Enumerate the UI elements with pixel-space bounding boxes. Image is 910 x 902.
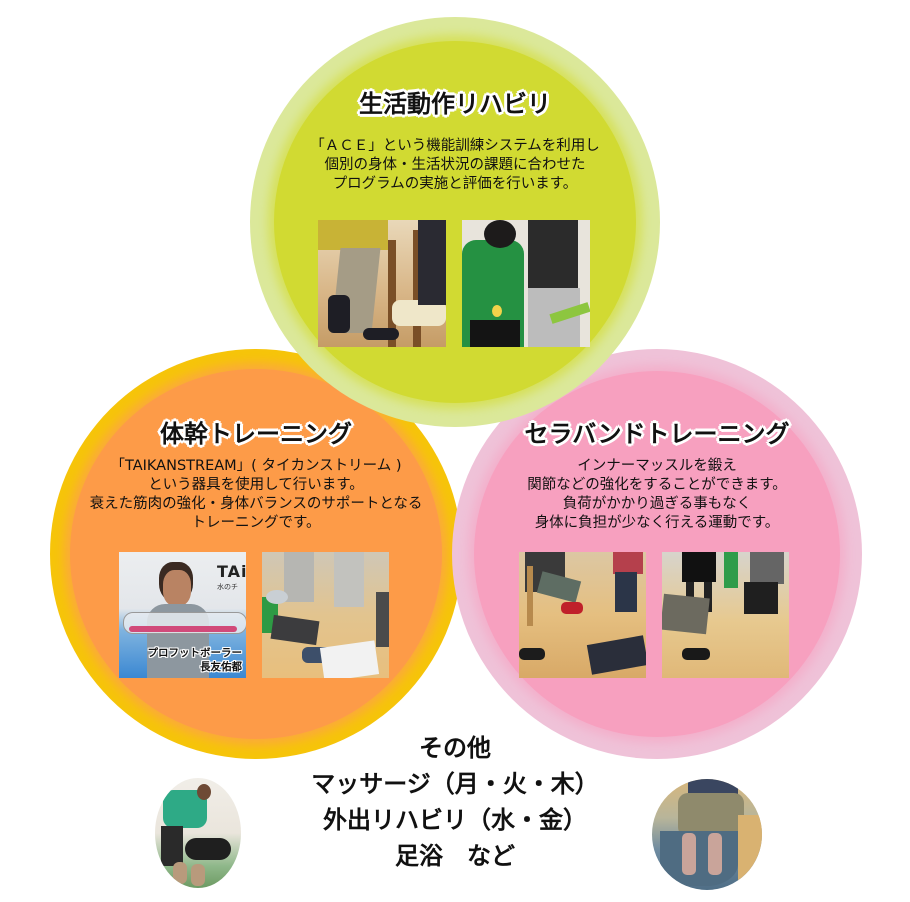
photo-detail (744, 582, 778, 614)
photo-detail (750, 552, 784, 584)
photo-detail (418, 220, 446, 305)
photo-detail (492, 305, 502, 317)
photo-detail (613, 552, 643, 574)
daily-living-rehab-section: 生活動作リハビリ 「ＡＣＥ」という機能訓練システムを利用し 個別の身体・生活状況… (250, 84, 660, 194)
description-line: 「TAIKANSTREAM」( タイカンストリーム ) (110, 458, 402, 474)
seated-band-exercise-photo-1 (519, 552, 646, 678)
photo-detail (662, 593, 710, 635)
standing-balance-exercise-photo (318, 220, 446, 347)
description-line: 「ＡＣＥ」という機能訓練システムを利用し (310, 138, 600, 154)
photo-detail (328, 295, 350, 333)
seated-band-exercise-photo-2 (662, 552, 789, 678)
description-line: 関節などの強化をすることができます。 (527, 477, 787, 493)
theraband-training-title: セラバンドトレーニング (524, 420, 790, 448)
photo-detail (660, 831, 738, 886)
photo-detail (470, 320, 520, 347)
description-line: プログラムの実施と評価を行います。 (332, 176, 578, 192)
caption-line: プロフットボーラー (147, 647, 243, 659)
photo-detail (678, 793, 744, 837)
photo-detail (682, 833, 696, 875)
theraband-training-description: インナーマッスルを鍛え 関節などの強化をすることができます。 負荷がかかり過ぎる… (452, 457, 862, 533)
photo-detail (527, 566, 533, 626)
photo-detail (197, 784, 211, 800)
photo-detail (185, 838, 231, 860)
description-line: という器具を使用して行います。 (148, 477, 364, 493)
photo-detail (724, 552, 738, 588)
group-core-training-photo (262, 552, 389, 678)
daily-living-rehab-circle (250, 17, 660, 427)
daily-living-rehab-title: 生活動作リハビリ (359, 90, 551, 118)
photo-detail (266, 590, 288, 604)
massage-photo (155, 778, 241, 888)
photo-detail (334, 552, 364, 607)
core-training-title: 体幹トレーニング (160, 420, 352, 448)
photo-detail (319, 640, 380, 678)
photo-detail (738, 815, 762, 890)
photo-detail (388, 240, 396, 347)
photo-detail (191, 864, 205, 886)
caption-line: 長友佑都 (200, 661, 242, 673)
description-line: 個別の身体・生活状況の課題に合わせた (324, 157, 586, 173)
photo-detail (484, 220, 516, 248)
photo-detail (173, 862, 187, 884)
description-line: 負荷がかかり過ぎる事もなく (562, 496, 752, 512)
others-footbath-line: 足浴 など (395, 842, 515, 870)
brand-subtitle: 水のチ (217, 583, 238, 591)
photo-detail (682, 552, 716, 582)
assisted-walking-exercise-photo (462, 220, 590, 347)
photo-detail (708, 833, 722, 875)
photo-detail (704, 582, 712, 612)
description-line: 身体に負担が少なく行える運動です。 (534, 515, 780, 531)
photo-detail (129, 626, 237, 632)
photo-detail (615, 572, 637, 612)
photo-detail (682, 648, 710, 660)
photo-detail (163, 570, 191, 606)
description-line: トレーニングです。 (191, 515, 321, 531)
taikanstream-product-photo: TAi 水のチ プロフットボーラー 長友佑都 (119, 552, 246, 678)
photo-detail (536, 571, 582, 603)
others-section: その他 マッサージ（月・火・木） 外出リハビリ（水・金） 足浴 など (250, 730, 660, 874)
footbath-photo (652, 779, 762, 890)
others-heading: その他 (419, 734, 491, 762)
photo-detail (586, 635, 646, 675)
others-massage-line: マッサージ（月・火・木） (311, 770, 599, 798)
description-line: インナーマッスルを鍛え (577, 458, 737, 474)
description-line: 衰えた筋肉の強化・身体バランスのサポートとなる (89, 496, 423, 512)
theraband-training-section: セラバンドトレーニング インナーマッスルを鍛え 関節などの強化をすることができま… (452, 414, 862, 533)
photo-detail (363, 328, 399, 340)
photo-detail (161, 826, 183, 866)
photo-detail (270, 614, 320, 646)
photo-caption: プロフットボーラー 長友佑都 (148, 646, 243, 674)
core-training-section: 体幹トレーニング 「TAIKANSTREAM」( タイカンストリーム ) という… (50, 414, 462, 533)
photo-detail (413, 230, 421, 347)
photo-detail (519, 648, 545, 660)
photo-detail (376, 592, 389, 647)
photo-detail (284, 552, 314, 602)
photo-detail (318, 220, 388, 250)
photo-detail (561, 602, 583, 614)
brand-logo: TAi (217, 562, 246, 581)
others-outing-rehab-line: 外出リハビリ（水・金） (323, 806, 587, 834)
core-training-description: 「TAIKANSTREAM」( タイカンストリーム ) という器具を使用して行い… (50, 457, 462, 533)
daily-living-rehab-description: 「ＡＣＥ」という機能訓練システムを利用し 個別の身体・生活状況の課題に合わせた … (250, 137, 660, 194)
photo-detail (528, 220, 578, 288)
